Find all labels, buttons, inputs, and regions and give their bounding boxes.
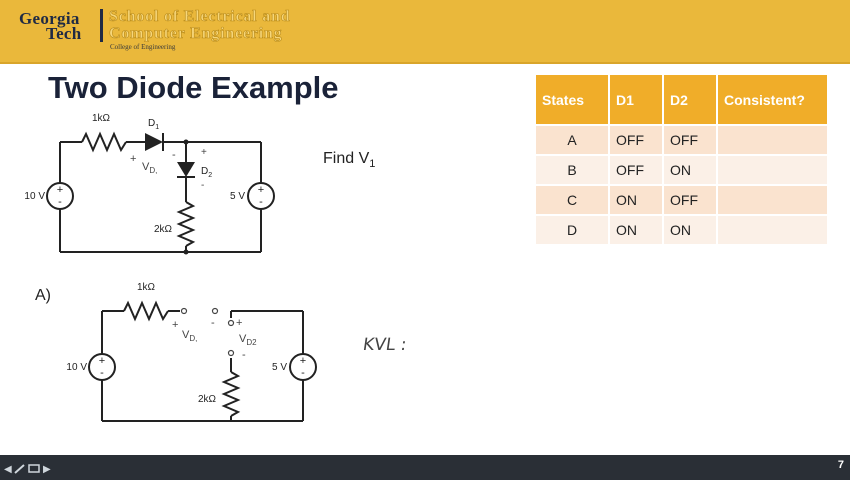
part-a-label: A) (35, 287, 51, 304)
svg-text:VD2: VD2 (239, 333, 257, 347)
svg-text:+: + (236, 317, 242, 329)
handwritten-vd2-note: + VD2 - (236, 317, 257, 361)
school-name-line1: School of Electrical and (109, 8, 291, 26)
pen-icon[interactable] (14, 464, 26, 474)
column-header-consistent: Consistent? (718, 75, 827, 124)
d2-cell: ON (664, 216, 716, 244)
d1-cell: ON (610, 216, 662, 244)
svg-text:+: + (130, 153, 136, 165)
plus-sign: + (99, 355, 105, 367)
minus-sign: - (100, 367, 104, 379)
prev-arrow-icon[interactable]: ◀ (4, 464, 12, 475)
handwritten-plus: + (201, 147, 207, 158)
find-v1-text: Find V1 (323, 150, 376, 171)
table-row: B OFF ON (536, 156, 827, 184)
plus-sign: + (300, 355, 306, 367)
svg-text:-: - (211, 317, 215, 329)
d2-cell: OFF (664, 186, 716, 214)
handwritten-kvl-note: KVL : (361, 335, 408, 355)
svg-text:+: + (172, 319, 178, 331)
screen-icon[interactable] (28, 464, 40, 474)
player-toolbar: ◀ ▶ 7 (0, 455, 850, 480)
source-label-10v: 10 V (66, 362, 87, 373)
column-header-d2: D2 (664, 75, 716, 124)
consistent-cell (718, 126, 827, 154)
plus-sign: + (57, 184, 63, 196)
minus-sign: - (58, 196, 62, 208)
d1-cell: OFF (610, 156, 662, 184)
resistor-label-2k: 2kΩ (154, 224, 173, 235)
d2-cell: ON (664, 156, 716, 184)
source-label-10v: 10 V (24, 191, 45, 202)
source-label-5v: 5 V (272, 362, 287, 373)
table-row: D ON ON (536, 216, 827, 244)
state-cell: B (536, 156, 608, 184)
state-cell: A (536, 126, 608, 154)
table-row: C ON OFF (536, 186, 827, 214)
circuit-diagram-bottom: + - + - 1kΩ 10 V 5 V 2kΩ + VD, - + VD2 - (66, 282, 317, 422)
table-header-row: States D1 D2 Consistent? (536, 75, 827, 124)
svg-text:-: - (242, 349, 246, 361)
d1-cell: ON (610, 186, 662, 214)
diode-label-d2: D2 (201, 166, 212, 179)
handwritten-minus: - (201, 180, 204, 191)
next-arrow-icon[interactable]: ▶ (43, 464, 51, 475)
logo-tech-text: Tech (46, 24, 82, 43)
svg-text:VD,: VD, (182, 329, 197, 343)
minus-sign: - (301, 367, 305, 379)
resistor-label-2k: 2kΩ (198, 394, 217, 405)
plus-sign: + (258, 184, 264, 196)
diode-states-table: States D1 D2 Consistent? A OFF OFF B OFF… (534, 73, 829, 246)
resistor-label-1k: 1kΩ (137, 282, 156, 293)
school-name-line2: Computer Engineering (109, 25, 283, 43)
resistor-label-1k: 1kΩ (92, 113, 111, 124)
consistent-cell (718, 216, 827, 244)
svg-text:-: - (172, 149, 176, 161)
page-number: 7 (837, 459, 844, 471)
svg-text:VD,: VD, (142, 161, 157, 175)
consistent-cell (718, 156, 827, 184)
handwritten-vd1-note: + VD, - (130, 149, 176, 175)
header-banner: Georgia Tech School of Electrical and Co… (0, 0, 850, 64)
handwritten-vd1-note: + VD, - (172, 317, 215, 343)
table-row: A OFF OFF (536, 126, 827, 154)
d1-cell: OFF (610, 126, 662, 154)
logo-georgia-text: Georgia (19, 9, 80, 28)
college-name: College of Engineering (110, 43, 176, 51)
diode-label-d1: D1 (148, 118, 159, 131)
column-header-states: States (536, 75, 608, 124)
source-label-5v: 5 V (230, 191, 245, 202)
state-cell: D (536, 216, 608, 244)
column-header-d1: D1 (610, 75, 662, 124)
d2-cell: OFF (664, 126, 716, 154)
state-cell: C (536, 186, 608, 214)
consistent-cell (718, 186, 827, 214)
minus-sign: - (259, 196, 263, 208)
slide-title: Two Diode Example (48, 70, 339, 105)
circuit-diagram-top: + - + - 1kΩ D1 D2 10 V 5 V 2kΩ + VD, - +… (24, 113, 275, 255)
logo-divider (100, 9, 103, 42)
